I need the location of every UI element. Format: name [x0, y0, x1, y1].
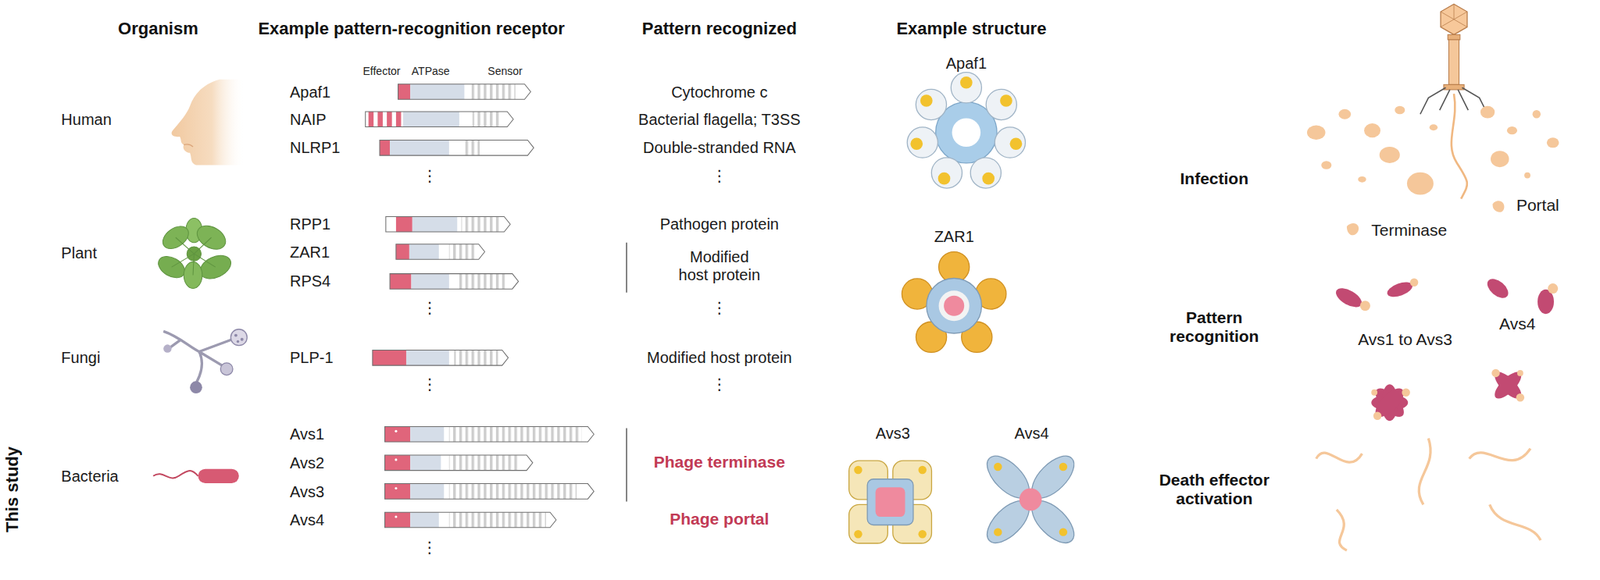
ellipsis: ⋮ — [421, 166, 438, 185]
receptor-bar — [372, 350, 509, 367]
pattern-text: Phage terminase — [653, 453, 786, 472]
cell-wall — [1282, 93, 1587, 568]
structure-label: ZAR1 — [934, 228, 975, 247]
step-label: Infection — [1180, 168, 1250, 188]
organism-label: Fungi — [60, 349, 100, 368]
domain-label: Effector — [362, 64, 400, 78]
receptor-name: NLRP1 — [289, 139, 340, 158]
death-effector-filaments — [1316, 438, 1541, 551]
band-outline — [36, 414, 1128, 567]
phage-icon — [1420, 3, 1488, 199]
pattern-text: Double-stranded RNA — [642, 139, 797, 158]
column-header: Example pattern-recognition receptor — [257, 18, 565, 39]
receptor-bar — [385, 512, 557, 529]
column-header: Example structure — [896, 18, 1047, 39]
receptor-bar — [379, 140, 534, 157]
pattern-text: Phage portal — [669, 510, 769, 529]
protein-label: Portal — [1516, 195, 1560, 215]
protein-label: Terminase — [1371, 221, 1447, 240]
avs4-structure — [979, 449, 1081, 550]
ellipsis: ⋮ — [421, 299, 438, 318]
avs3-structure — [849, 460, 933, 544]
pattern-text: Cytochrome c — [671, 82, 768, 101]
receptor-name: PLP-1 — [289, 349, 334, 368]
receptor-name: Avs1 — [289, 425, 325, 444]
grouping-bracket — [625, 242, 627, 503]
fungi-icon — [163, 329, 247, 394]
receptor-name: Apaf1 — [289, 82, 331, 101]
organism-label: Bacteria — [60, 467, 118, 486]
organism-label: Human — [60, 110, 111, 129]
column-header: Organism — [117, 18, 199, 39]
avs-proteins — [1332, 275, 1558, 422]
zar1-structure — [901, 252, 1006, 354]
receptor-domain-bars — [365, 84, 594, 529]
plant-icon — [154, 217, 235, 289]
column-header: Pattern recognized — [642, 18, 797, 39]
band-shape — [38, 415, 1127, 566]
receptor-name: Avs2 — [289, 453, 325, 472]
cell-outline — [1281, 92, 1589, 569]
ellipsis: ⋮ — [421, 539, 438, 558]
receptor-name: ZAR1 — [289, 242, 330, 261]
receptor-name: RPS4 — [289, 272, 331, 291]
ellipsis: ⋮ — [711, 299, 728, 318]
pattern-text: Bacterial flagella; T3SS — [638, 110, 801, 129]
protein-label: Avs1 to Avs3 — [1357, 330, 1453, 350]
receptor-bar — [396, 244, 486, 261]
domain-label: ATPase — [411, 64, 450, 78]
organism-label: Plant — [60, 243, 97, 262]
pattern-text: Modified host protein — [646, 349, 793, 368]
structure-label: Apaf1 — [946, 53, 987, 72]
pattern-text: Pathogen protein — [660, 215, 779, 234]
receptor-name: RPP1 — [289, 215, 331, 234]
ellipsis: ⋮ — [711, 166, 728, 185]
pattern-text: Modified host protein — [675, 248, 764, 285]
structure-label: Avs3 — [875, 425, 911, 443]
bacterium-icon — [153, 469, 240, 484]
receptor-bar — [385, 426, 595, 443]
receptor-name: Avs4 — [289, 511, 325, 530]
cell-membrane — [1286, 97, 1583, 564]
receptor-bar — [398, 84, 532, 100]
protein-label: Avs4 — [1499, 314, 1536, 334]
bacterial-cell: Terminase PortalAvs1 to Avs3 Avs4 — [1281, 92, 1589, 569]
receptor-bar — [389, 274, 519, 290]
domain-label: Sensor — [487, 64, 522, 78]
receptor-bar — [385, 484, 595, 500]
structure-label: Avs4 — [1014, 425, 1049, 443]
receptor-bar — [365, 111, 514, 128]
band-heading: This study — [2, 446, 22, 533]
ellipsis: ⋮ — [711, 375, 728, 394]
step-label: Pattern recognition — [1147, 308, 1281, 347]
human-face-icon — [171, 79, 246, 166]
this-study-band: This studyBacteriaAvs1Avs2Avs3Avs4⋮Phage… — [36, 414, 1128, 567]
receptor-bar — [385, 455, 533, 472]
receptor-bar — [385, 216, 511, 233]
apaf1-structure — [907, 72, 1025, 189]
step-label: Death effector activation — [1147, 471, 1281, 509]
receptor-name: NAIP — [289, 110, 327, 129]
phage-proteins — [1307, 106, 1560, 236]
ellipsis: ⋮ — [421, 375, 438, 394]
receptor-name: Avs3 — [289, 482, 325, 501]
